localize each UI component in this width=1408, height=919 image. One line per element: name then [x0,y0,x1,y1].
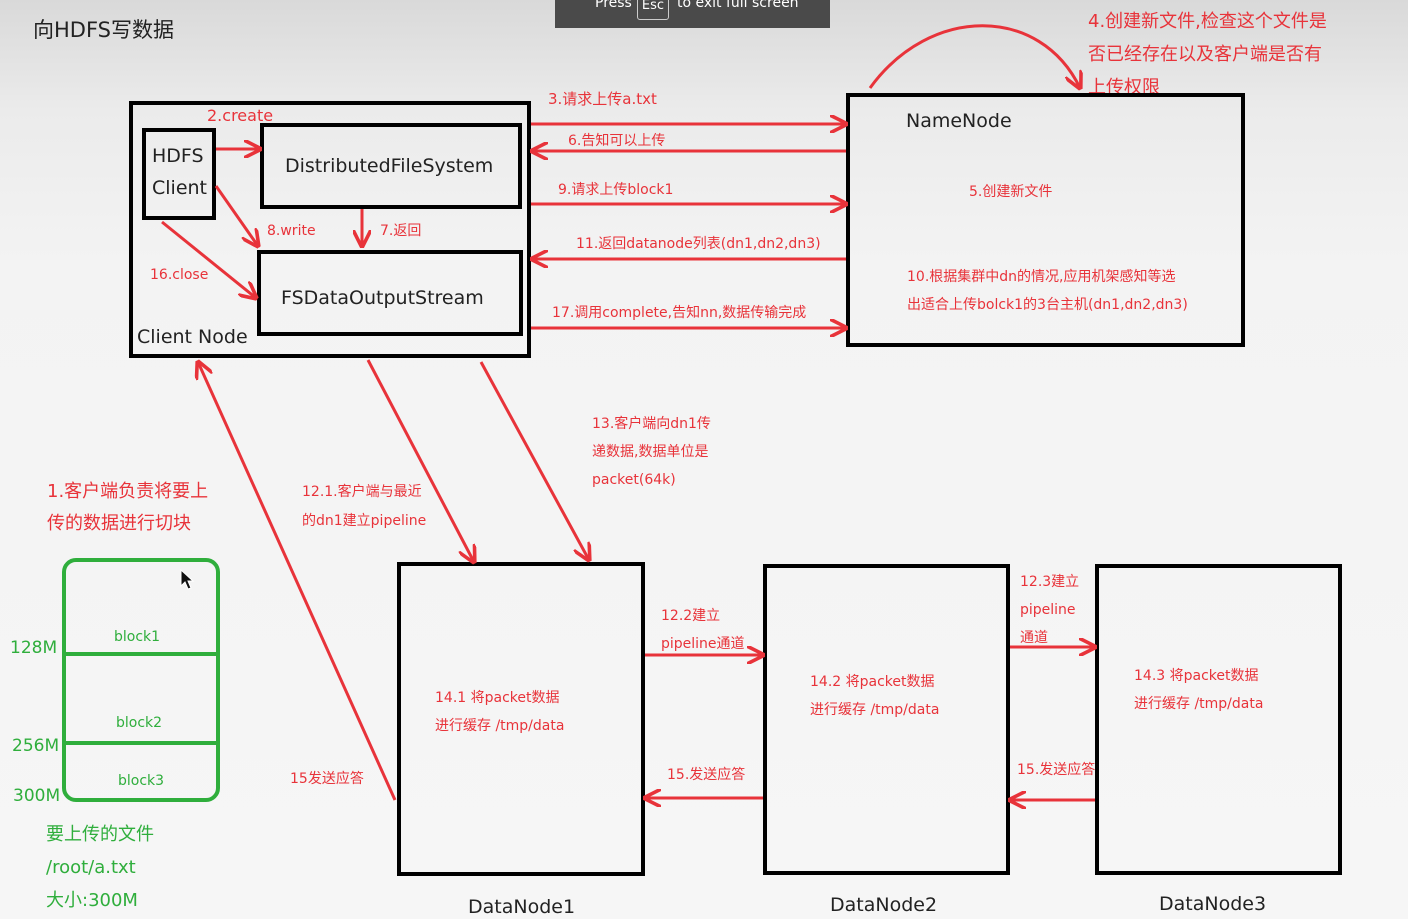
file-info: 要上传的文件 /root/a.txt 大小:300M [46,818,154,917]
note-line: 4.创建新文件,检查这个文件是 [1088,11,1327,32]
namenode-label: NameNode [906,110,1012,132]
distributed-file-system-box [260,123,522,209]
step-ack-client-label: 15发送应答 [290,771,364,787]
step-pipeline-dn3-label: 12.3建立 pipeline 通道 [1020,568,1079,652]
datanode3-box [1095,564,1342,875]
exit-text: to exit full screen [677,0,799,11]
note-line: 否已经存在以及客户端是否有 [1088,44,1322,65]
hdfs-client-line: Client [152,177,208,199]
hdfs-client-line: HDFS [152,145,204,167]
namenode-check-note: 4.创建新文件,检查这个文件是 否已经存在以及客户端是否有 上传权限 [1088,5,1327,104]
arrow-pipeline-dn1 [366,359,474,562]
note-line: 通道 [1020,630,1048,646]
arrow-ack-client [198,362,397,801]
note-line: 1.客户端负责将要上 [47,481,209,502]
page-title: 向HDFS写数据 [33,18,175,42]
file-blocks-frame [62,558,220,802]
datanode3-cache-note: 14.3 将packet数据 进行缓存 /tmp/data [1134,662,1263,718]
step-return-label: 7.返回 [380,223,422,239]
step-close-label: 16.close [150,267,209,283]
split-note: 1.客户端负责将要上 传的数据进行切块 [47,476,208,540]
block1-label: block1 [114,629,161,645]
press-text: Press [595,0,632,11]
client-node-box [129,101,531,358]
mouse-cursor-icon [180,568,195,590]
fullscreen-hint: Press Esc to exit full screen [555,0,830,28]
note-line: pipeline [1020,602,1076,618]
arrow-close [161,220,256,298]
note-line: 12.1.客户端与最近 [302,484,422,500]
block3-label: block3 [118,773,165,789]
note-line: 上传权限 [1088,77,1160,98]
note-line: 的dn1建立pipeline [302,513,427,529]
block2-label: block2 [116,715,163,731]
note-line: pipeline通道 [661,636,745,652]
note-line: 进行缓存 /tmp/data [435,718,565,734]
step-pipeline-dn1-label: 12.1.客户端与最近 的dn1建立pipeline [302,478,426,536]
note-line: 进行缓存 /tmp/data [810,702,940,718]
datanode2-label: DataNode2 [830,894,938,916]
note-line: 10.根据集群中dn的情况,应用机架感知等选 [907,269,1176,285]
datanode2-box [763,564,1010,875]
file-info-line: 大小:300M [46,890,138,911]
note-line: 12.3建立 [1020,574,1080,590]
client-node-label: Client Node [137,326,248,348]
datanode2-cache-note: 14.2 将packet数据 进行缓存 /tmp/data [810,668,939,724]
hdfs-client-box [142,128,216,220]
arrow-namenode-check [868,24,1080,88]
namenode-select-hosts-note: 10.根据集群中dn的情况,应用机架感知等选 出适合上传bolck1的3台主机(… [907,263,1188,319]
note-line: 递数据,数据单位是 [592,444,709,460]
distributed-file-system-label: DistributedFileSystem [285,155,494,177]
mark-128m: 128M [10,638,58,658]
namenode-create-file-note: 5.创建新文件 [969,184,1053,200]
step-allow-upload-label: 6.告知可以上传 [568,133,666,149]
note-line: packet(64k) [592,472,676,488]
step-ack-dn3-label: 15.发送应答 [1017,762,1096,778]
file-info-line: 要上传的文件 [46,824,154,845]
step-ack-dn2-label: 15.发送应答 [667,767,746,783]
hdfs-client-label: HDFS Client [152,140,207,204]
note-line: 14.1 将packet数据 [435,690,560,706]
note-line: 传的数据进行切块 [47,513,191,534]
datanode3-label: DataNode3 [1159,893,1267,915]
step-write-label: 8.write [267,223,316,239]
fs-data-output-stream-label: FSDataOutputStream [281,287,484,309]
mark-256m: 256M [12,736,60,756]
step-pipeline-dn2-label: 12.2建立 pipeline通道 [661,602,745,658]
note-line: 出适合上传bolck1的3台主机(dn1,dn2,dn3) [907,297,1188,313]
namenode-box [846,93,1245,347]
note-line: 13.客户端向dn1传 [592,416,711,432]
arrow-packet-dn1 [479,361,589,560]
esc-key[interactable]: Esc [637,0,669,20]
note-line: 14.3 将packet数据 [1134,668,1259,684]
step-return-datanodes-label: 11.返回datanode列表(dn1,dn2,dn3) [576,236,821,252]
mark-300m: 300M [13,786,61,806]
step-complete-label: 17.调用complete,告知nn,数据传输完成 [552,305,807,321]
step-request-block-label: 9.请求上传block1 [558,182,674,198]
file-info-line: /root/a.txt [46,857,136,878]
step-create-label: 2.create [207,106,274,125]
step-send-packet-label: 13.客户端向dn1传 递数据,数据单位是 packet(64k) [592,410,711,494]
note-line: 12.2建立 [661,608,721,624]
datanode1-label: DataNode1 [468,896,576,918]
datanode1-cache-note: 14.1 将packet数据 进行缓存 /tmp/data [435,684,564,740]
note-line: 进行缓存 /tmp/data [1134,696,1264,712]
step-request-upload-label: 3.请求上传a.txt [548,90,657,108]
note-line: 14.2 将packet数据 [810,674,935,690]
datanode1-box [397,562,645,876]
arrow-write [214,185,258,246]
